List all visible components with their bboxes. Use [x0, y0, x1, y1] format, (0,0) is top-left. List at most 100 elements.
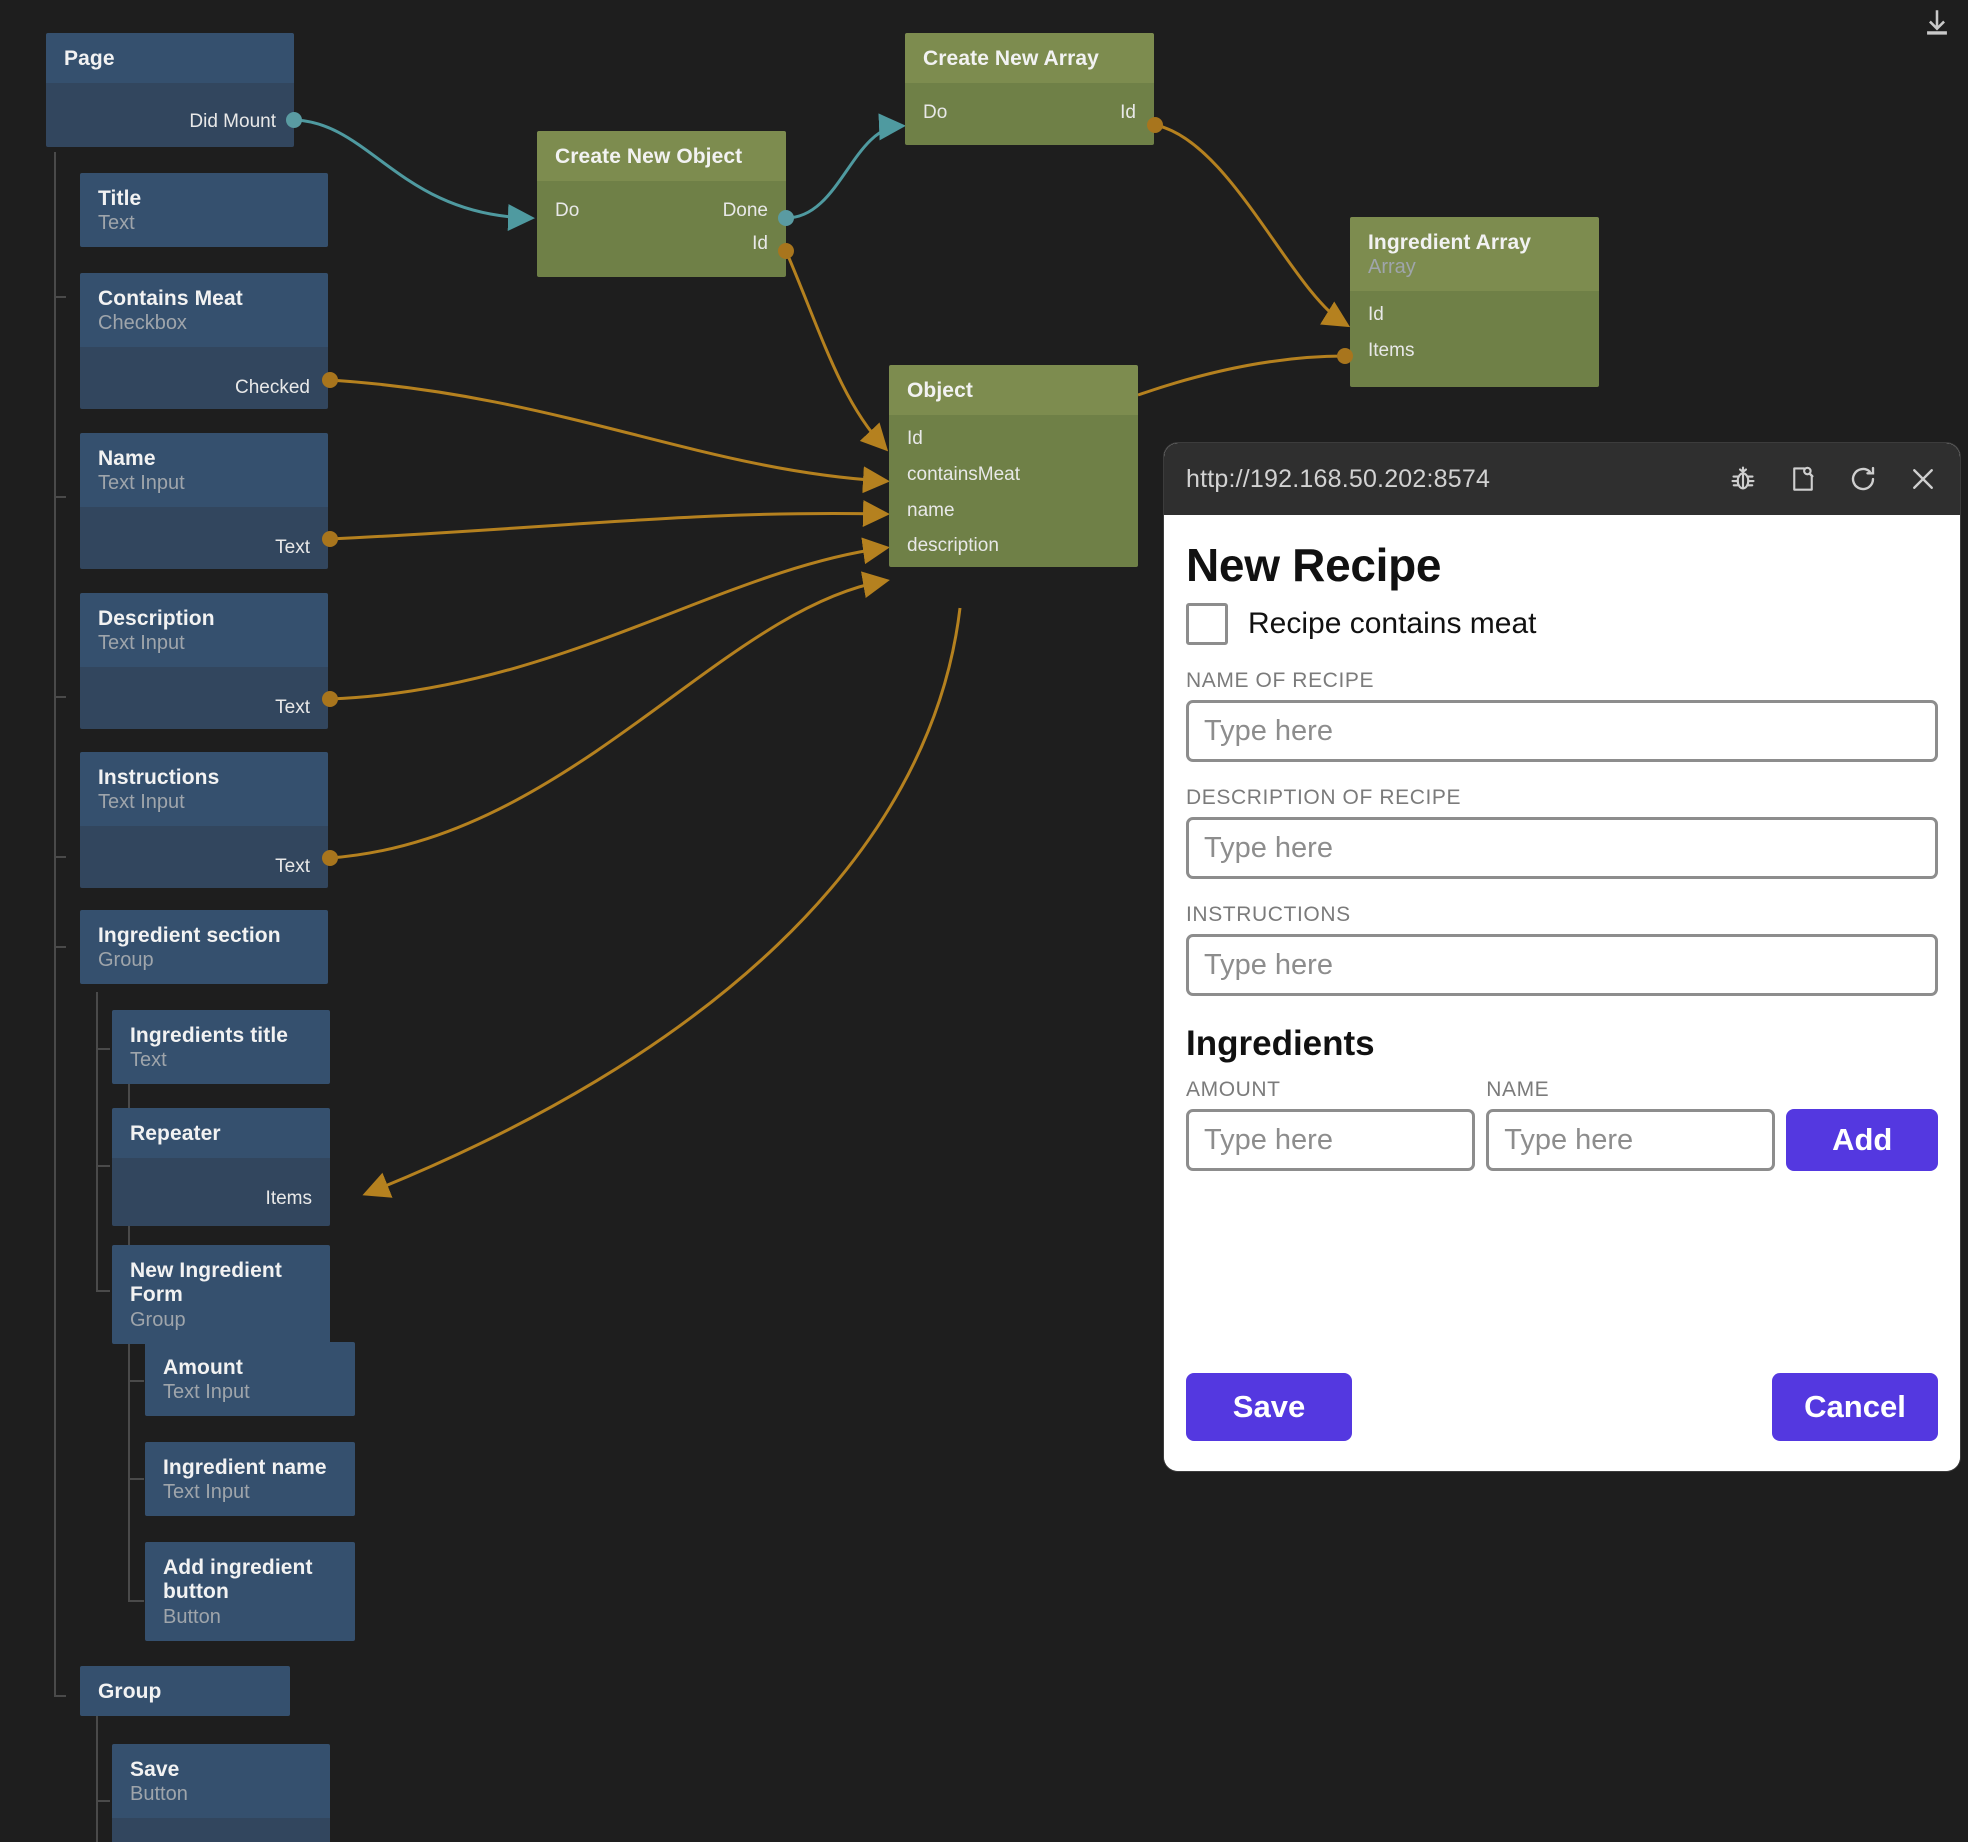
ingredient-name-input[interactable]: Type here	[1486, 1109, 1776, 1172]
graph-node-title[interactable]: Title Text	[80, 173, 328, 248]
node-header: Repeater	[112, 1108, 330, 1159]
contains-meat-row[interactable]: Recipe contains meat	[1186, 603, 1938, 646]
node-header: Ingredient Array Array	[1350, 217, 1599, 292]
port-do[interactable]: Do	[555, 200, 580, 222]
url-text[interactable]: http://192.168.50.202:8574	[1186, 464, 1491, 493]
preview-panel[interactable]: http://192.168.50.202:8574	[1164, 443, 1960, 1471]
node-header: Create New Array	[905, 33, 1154, 84]
node-header: Create New Object	[537, 131, 786, 182]
tree-guide	[96, 1290, 110, 1292]
tree-guide	[128, 1600, 144, 1602]
tree-guide	[128, 1380, 144, 1382]
graph-node-object[interactable]: Object Id containsMeat name description …	[889, 365, 1138, 568]
graph-node-description[interactable]: Description Text Input Text	[80, 593, 328, 730]
node-header: Group	[80, 1666, 290, 1717]
toolbar-icons	[1728, 464, 1938, 494]
port-checked[interactable]: Checked	[235, 377, 310, 399]
graph-node-contains-meat[interactable]: Contains Meat Checkbox Checked	[80, 273, 328, 410]
node-subtitle: Text Input	[98, 632, 185, 655]
tree-guide	[54, 696, 66, 698]
node-body: Items	[112, 1158, 330, 1227]
close-icon[interactable]	[1908, 464, 1938, 494]
amount-input[interactable]: Type here	[1186, 1109, 1476, 1172]
node-title: Object	[907, 379, 973, 402]
ingredient-amount-col: AMOUNT Type here	[1186, 1066, 1476, 1172]
description-of-recipe-input[interactable]: Type here	[1186, 817, 1938, 880]
reload-icon[interactable]	[1848, 464, 1878, 494]
node-header: Title Text	[80, 173, 328, 248]
node-title: Contains Meat	[98, 287, 243, 310]
graph-node-ingredients-title[interactable]: Ingredients title Text	[112, 1010, 330, 1085]
graph-node-repeater[interactable]: Repeater Items	[112, 1108, 330, 1227]
port-id[interactable]: Id	[752, 233, 768, 255]
tree-guide	[96, 1048, 110, 1050]
contains-meat-checkbox[interactable]	[1186, 603, 1228, 646]
node-body	[112, 1818, 330, 1842]
preview-toolbar: http://192.168.50.202:8574	[1164, 443, 1960, 515]
name-of-recipe-input[interactable]: Type here	[1186, 700, 1938, 763]
node-header: Ingredient name Text Input	[145, 1442, 355, 1517]
port-id[interactable]: Id	[1368, 304, 1384, 326]
inspect-page-icon[interactable]	[1788, 464, 1818, 494]
node-title: Ingredient section	[98, 924, 281, 947]
node-title: Description	[98, 607, 215, 630]
graph-node-ingredient-section[interactable]: Ingredient section Group	[80, 910, 328, 985]
port-did-mount[interactable]: Did Mount	[189, 111, 276, 133]
node-body: Do Id	[905, 83, 1154, 146]
node-header: Instructions Text Input	[80, 752, 328, 827]
contains-meat-label: Recipe contains meat	[1248, 607, 1537, 641]
node-subtitle: Button	[130, 1783, 188, 1806]
port-text[interactable]: Text	[275, 537, 310, 559]
port-name[interactable]: name	[907, 499, 955, 521]
node-title: Page	[64, 47, 115, 70]
port-instructions[interactable]: instructions	[889, 564, 1138, 567]
node-title: New Ingredient Form	[130, 1259, 282, 1307]
node-title: Group	[98, 1680, 162, 1703]
port-id[interactable]: Id	[907, 428, 923, 450]
tree-guide	[96, 992, 98, 1292]
cancel-button[interactable]: Cancel	[1772, 1373, 1938, 1441]
port-do[interactable]: Do	[923, 102, 948, 124]
node-title: Amount	[163, 1356, 243, 1379]
graph-node-create-new-object[interactable]: Create New Object Do Done Id	[537, 131, 786, 278]
graph-node-instructions[interactable]: Instructions Text Input Text	[80, 752, 328, 889]
instructions-input[interactable]: Type here	[1186, 934, 1938, 997]
node-subtitle: Text Input	[98, 472, 185, 495]
add-ingredient-button[interactable]: Add	[1786, 1109, 1938, 1172]
port-id[interactable]: Id	[1120, 102, 1136, 124]
description-of-recipe-label: DESCRIPTION OF RECIPE	[1186, 786, 1462, 810]
node-title: Save	[130, 1758, 180, 1781]
ingredients-heading: Ingredients	[1186, 1024, 1375, 1064]
port-contains-meat[interactable]: containsMeat	[907, 464, 1021, 485]
node-title: Name	[98, 447, 156, 470]
tree-guide	[96, 1165, 110, 1167]
save-button[interactable]: Save	[1186, 1373, 1352, 1441]
ingredient-entry-row: AMOUNT Type here NAME Type here Add	[1186, 1066, 1938, 1172]
port-text[interactable]: Text	[275, 697, 310, 719]
port-items[interactable]: Items	[265, 1188, 312, 1210]
port-description[interactable]: description	[907, 535, 999, 557]
bug-icon[interactable]	[1728, 464, 1758, 494]
graph-node-create-new-array[interactable]: Create New Array Do Id	[905, 33, 1154, 146]
graph-node-ingredient-name[interactable]: Ingredient name Text Input	[145, 1442, 355, 1517]
node-subtitle: Button	[163, 1605, 221, 1628]
node-body: Id Items	[1350, 291, 1599, 388]
graph-node-page[interactable]: Page Did Mount	[46, 33, 294, 148]
port-items[interactable]: Items	[1368, 340, 1415, 361]
graph-node-new-ingredient-form[interactable]: New Ingredient Form Group	[112, 1245, 330, 1344]
graph-node-group[interactable]: Group	[80, 1666, 290, 1717]
graph-node-amount[interactable]: Amount Text Input	[145, 1342, 355, 1417]
graph-node-name[interactable]: Name Text Input Text	[80, 433, 328, 570]
port-text[interactable]: Text	[275, 856, 310, 878]
graph-node-save[interactable]: Save Button	[112, 1744, 330, 1842]
graph-node-add-ingredient-button[interactable]: Add ingredient button Button	[145, 1542, 355, 1641]
port-done[interactable]: Done	[722, 200, 768, 222]
node-title: Create New Array	[923, 47, 1099, 70]
download-icon[interactable]	[1920, 6, 1954, 40]
tree-guide	[128, 1478, 144, 1480]
node-subtitle: Group	[130, 1308, 186, 1331]
form-footer: Save Cancel	[1186, 1373, 1938, 1471]
graph-node-ingredient-array[interactable]: Ingredient Array Array Id Items	[1350, 217, 1599, 388]
node-title: Repeater	[130, 1122, 221, 1145]
